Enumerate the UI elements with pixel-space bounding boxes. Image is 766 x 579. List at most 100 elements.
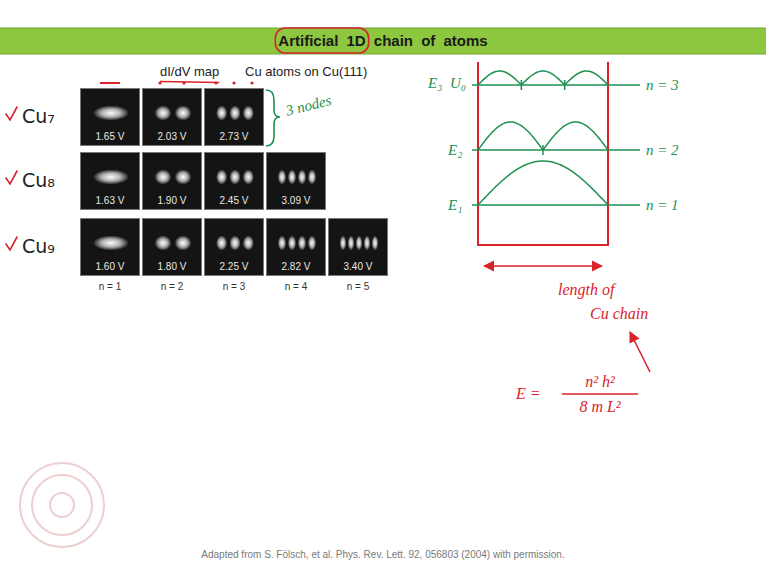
energy-level bbox=[472, 84, 640, 86]
intensity-maximum bbox=[298, 236, 306, 251]
label-text: n = 4 bbox=[285, 281, 308, 293]
band-edge bbox=[0, 28, 766, 29]
bias-voltage: 3.40 V bbox=[344, 261, 373, 272]
intensity-maximum bbox=[155, 106, 172, 121]
label-text: E₁ bbox=[448, 196, 462, 214]
bias-voltage: 1.80 V bbox=[158, 261, 187, 272]
bias-voltage: 2.73 V bbox=[220, 131, 249, 142]
bias-voltage: 2.25 V bbox=[220, 261, 249, 272]
intensity-maximum bbox=[243, 236, 254, 251]
label-text: Cu atoms on Cu(111) bbox=[245, 64, 367, 80]
bias-voltage: 1.63 V bbox=[96, 195, 125, 206]
label-text: n = 1 bbox=[99, 281, 122, 293]
label-text: n = 2 bbox=[161, 281, 184, 293]
seal-ring bbox=[50, 493, 74, 517]
stm-map-tile: 2.25 V bbox=[204, 218, 264, 276]
stm-map-tile: 1.63 V bbox=[80, 152, 140, 210]
stm-map-tile: 3.40 V bbox=[328, 218, 388, 276]
label-text: n = 3 bbox=[646, 76, 679, 94]
intensity-maximum bbox=[175, 170, 192, 185]
stm-map-tile: 2.82 V bbox=[266, 218, 326, 276]
intensity-maximum bbox=[175, 236, 192, 251]
stm-map-tile: 3.09 V bbox=[266, 152, 326, 210]
energy-level bbox=[472, 149, 640, 151]
bias-voltage: 3.09 V bbox=[282, 195, 311, 206]
stm-map-tile: 1.60 V bbox=[80, 218, 140, 276]
label-text: 8 m L² bbox=[579, 397, 620, 416]
stm-map-tile: 1.80 V bbox=[142, 218, 202, 276]
check-mark bbox=[6, 237, 17, 250]
intensity-maximum bbox=[340, 236, 347, 251]
wavefunction bbox=[478, 161, 608, 205]
node-tick bbox=[542, 145, 544, 155]
intensity-maximum bbox=[356, 236, 363, 251]
curly-brace bbox=[266, 90, 280, 146]
bias-voltage: 2.03 V bbox=[158, 131, 187, 142]
seal-watermark bbox=[20, 463, 104, 547]
intensity-maximum bbox=[229, 236, 240, 251]
label-text: n² h² bbox=[585, 372, 615, 391]
intensity-maximum bbox=[93, 236, 129, 251]
label-text: Cu₉ bbox=[22, 235, 55, 258]
node-mark bbox=[232, 81, 235, 84]
intensity-maximum bbox=[308, 236, 316, 251]
fraction-bar bbox=[562, 393, 638, 395]
intensity-maximum bbox=[308, 170, 316, 185]
source-caption: Adapted from S. Fölsch, et al. Phys. Rev… bbox=[201, 549, 564, 561]
label-text: Cu₇ bbox=[22, 105, 55, 128]
intensity-maximum bbox=[298, 170, 306, 185]
intensity-maximum bbox=[155, 236, 172, 251]
intensity-maximum bbox=[216, 236, 227, 251]
stm-map-tile: 1.90 V bbox=[142, 152, 202, 210]
label-text: E₂ bbox=[448, 141, 462, 159]
intensity-maximum bbox=[216, 106, 227, 121]
label-text: n = 1 bbox=[646, 196, 679, 214]
bias-voltage: 2.82 V bbox=[282, 261, 311, 272]
bias-voltage: 1.90 V bbox=[158, 195, 187, 206]
label-text: U₀ bbox=[450, 74, 466, 92]
underline bbox=[160, 82, 219, 83]
intensity-maximum bbox=[155, 170, 172, 185]
node-mark bbox=[100, 82, 120, 84]
bias-voltage: 1.65 V bbox=[96, 131, 125, 142]
label-text: Cu₈ bbox=[22, 169, 55, 192]
intensity-maximum bbox=[364, 236, 371, 251]
potential-well bbox=[478, 62, 608, 245]
intensity-maximum bbox=[229, 170, 240, 185]
stm-map-tile: 2.45 V bbox=[204, 152, 264, 210]
label-text: n = 2 bbox=[646, 141, 679, 159]
slide-title: Artificial 1D chain of atoms bbox=[278, 31, 487, 51]
intensity-maximum bbox=[288, 236, 296, 251]
title-band bbox=[0, 28, 766, 54]
stm-map-tile: 2.73 V bbox=[204, 88, 264, 146]
intensity-maximum bbox=[278, 236, 286, 251]
length-arrow bbox=[484, 265, 602, 267]
label-text: E = bbox=[516, 384, 541, 403]
label-text: E₃ bbox=[428, 74, 442, 92]
check-mark bbox=[6, 171, 17, 184]
label-text: length of bbox=[558, 280, 614, 299]
intensity-maximum bbox=[175, 106, 192, 121]
node-tick bbox=[521, 80, 523, 90]
label-text: n = 5 bbox=[347, 281, 370, 293]
intensity-maximum bbox=[93, 170, 129, 185]
node-tick bbox=[564, 80, 566, 90]
label-text: n = 3 bbox=[223, 281, 246, 293]
energy-level bbox=[472, 204, 640, 206]
label-text: dI/dV map bbox=[160, 64, 219, 80]
wavefunction bbox=[478, 71, 608, 85]
bias-voltage: 2.45 V bbox=[220, 195, 249, 206]
intensity-maximum bbox=[278, 170, 286, 185]
intensity-maximum bbox=[288, 170, 296, 185]
intensity-maximum bbox=[243, 106, 254, 121]
intensity-maximum bbox=[243, 170, 254, 185]
intensity-maximum bbox=[93, 106, 129, 121]
pointer-arrow bbox=[630, 332, 650, 372]
node-mark bbox=[250, 81, 253, 84]
intensity-maximum bbox=[229, 106, 240, 121]
check-mark bbox=[6, 107, 17, 120]
band-edge bbox=[0, 54, 766, 55]
seal-ring bbox=[20, 463, 104, 547]
intensity-maximum bbox=[348, 236, 355, 251]
